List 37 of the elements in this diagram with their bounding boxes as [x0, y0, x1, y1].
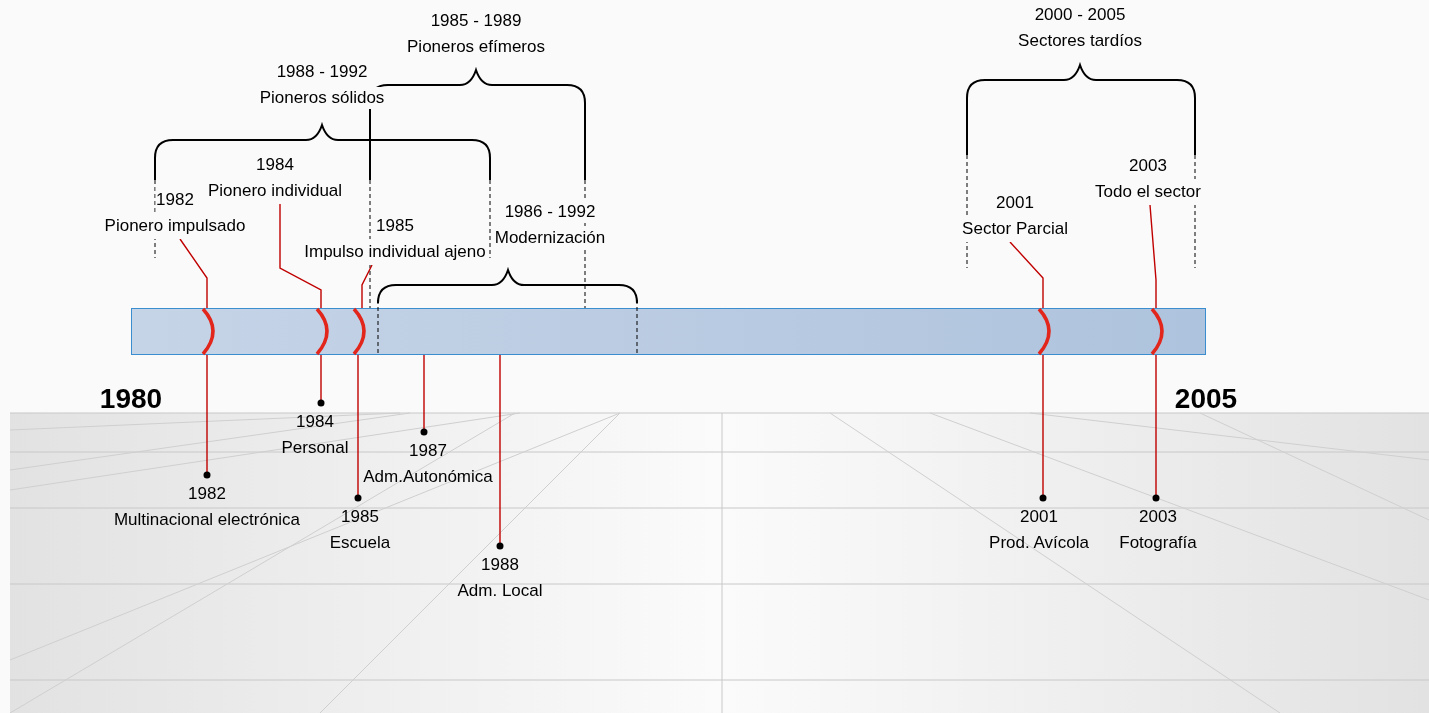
event-text: Personal: [281, 437, 349, 459]
event-text: Pionero impulsado: [104, 213, 246, 239]
year-text: 1985: [341, 506, 379, 528]
period-name: Modernización: [494, 227, 606, 249]
leader-line: [203, 354, 211, 479]
event-text: Adm. Local: [457, 580, 543, 602]
leader-line: [1039, 354, 1047, 502]
leader-line: [1149, 204, 1157, 309]
year-text: 1984: [296, 411, 334, 433]
leader-line: [361, 264, 373, 309]
year-text: 1988: [481, 554, 519, 576]
leader-line: [179, 238, 208, 309]
event-text: Prod. Avícola: [989, 532, 1089, 554]
event-text: Fotografía: [1119, 532, 1197, 554]
event-text: Impulso individual ajeno: [304, 239, 486, 265]
leader-line: [354, 354, 362, 502]
event-text: Escuela: [329, 532, 391, 554]
leader-line: [420, 354, 428, 436]
year-text: 1987: [409, 440, 447, 462]
timeline-bar: [131, 308, 1206, 355]
year-text: 1982: [188, 483, 226, 505]
leader-line: [279, 203, 322, 309]
event-text: Sector Parcial: [962, 216, 1068, 242]
axis-year-label: 1980: [99, 388, 163, 410]
event-text: Adm.Autonómica: [363, 466, 493, 488]
year-text: 1982: [156, 187, 194, 213]
period-years: 1986 - 1992: [504, 201, 596, 223]
leader-line: [1009, 241, 1044, 309]
event-text: Todo el sector: [1095, 179, 1201, 205]
leader-line: [1152, 354, 1160, 502]
year-text: 2001: [1020, 506, 1058, 528]
period-name: Pioneros sólidos: [259, 87, 385, 109]
leader-line: [317, 354, 325, 407]
axis-year-label: 2005: [1174, 388, 1238, 410]
event-text: Multinacional electrónica: [113, 509, 301, 531]
leader-line: [496, 354, 504, 550]
year-text: 2003: [1139, 506, 1177, 528]
